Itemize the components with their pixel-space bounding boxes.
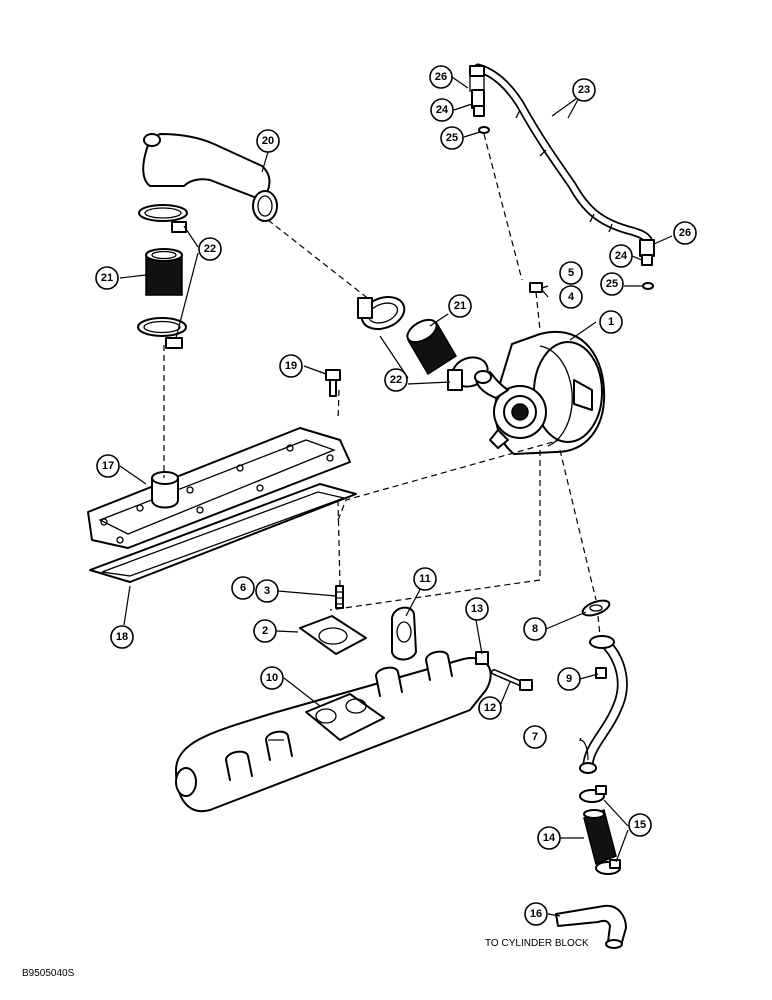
callout-19: 19 <box>279 354 303 378</box>
callout-14: 14 <box>537 826 561 850</box>
svg-text:22: 22 <box>204 243 216 255</box>
svg-text:2: 2 <box>262 625 268 637</box>
leader-lines <box>119 76 673 917</box>
intake-gasket <box>89 483 357 583</box>
callout-24-top: 24 <box>430 98 454 122</box>
callout-4: 4 <box>559 285 583 309</box>
svg-text:25: 25 <box>606 278 618 290</box>
svg-text:24: 24 <box>615 250 628 262</box>
callout-7: 7 <box>523 725 547 749</box>
callout-1: 1 <box>599 310 623 334</box>
svg-text:19: 19 <box>285 360 297 372</box>
callout-25-top: 25 <box>440 126 464 150</box>
svg-text:17: 17 <box>102 460 114 472</box>
nut-4-5 <box>529 282 543 293</box>
callout-16: 16 <box>524 902 548 926</box>
svg-text:5: 5 <box>568 267 574 279</box>
svg-text:11: 11 <box>419 573 431 585</box>
short-hose-14 <box>583 808 617 866</box>
callout-20: 20 <box>256 129 280 153</box>
bolt-19 <box>325 369 341 397</box>
svg-text:21: 21 <box>101 272 113 284</box>
callout-23: 23 <box>572 78 596 102</box>
svg-text:7: 7 <box>532 731 538 743</box>
callout-26-bottom: 26 <box>673 221 697 245</box>
exhaust-manifold <box>175 650 492 813</box>
gasket-8 <box>581 599 611 617</box>
callout-26-top: 26 <box>429 65 453 89</box>
callout-10: 10 <box>260 666 284 690</box>
oil-return-tube <box>579 635 628 774</box>
svg-text:13: 13 <box>471 603 483 615</box>
svg-text:6: 6 <box>240 582 246 594</box>
callout-18: 18 <box>110 625 134 649</box>
svg-text:20: 20 <box>262 135 274 147</box>
callout-15: 15 <box>628 813 652 837</box>
svg-text:23: 23 <box>578 84 590 96</box>
callout-22-left: 22 <box>198 237 222 261</box>
callout-6: 6 <box>231 576 255 600</box>
center-coupler <box>406 318 458 376</box>
svg-text:1: 1 <box>608 316 614 328</box>
callout-25-bottom: 25 <box>600 272 624 296</box>
callout-3: 3 <box>255 579 279 603</box>
callout-8: 8 <box>523 617 547 641</box>
gasket-2 <box>299 615 367 655</box>
upper-left-clamp <box>138 204 188 233</box>
svg-text:12: 12 <box>484 702 496 714</box>
svg-text:14: 14 <box>543 832 556 844</box>
assembly-lines <box>163 133 601 637</box>
hose-clamp-lower <box>595 859 621 875</box>
svg-text:10: 10 <box>266 672 278 684</box>
intake-cover <box>87 427 351 549</box>
callout-9: 9 <box>557 667 581 691</box>
svg-text:16: 16 <box>530 908 542 920</box>
center-upper-clamp <box>357 296 406 330</box>
callout-11: 11 <box>413 567 437 591</box>
callout-17: 17 <box>96 454 120 478</box>
elbow-hose <box>142 133 278 222</box>
stud-3 <box>335 585 344 609</box>
lower-left-clamp <box>137 317 187 349</box>
elbow-tube-16 <box>555 904 627 949</box>
svg-text:15: 15 <box>634 819 646 831</box>
bolt-9 <box>595 667 607 679</box>
turbocharger <box>474 330 606 455</box>
svg-text:3: 3 <box>264 585 270 597</box>
svg-text:26: 26 <box>679 227 691 239</box>
svg-text:18: 18 <box>116 631 128 643</box>
callout-5: 5 <box>559 261 583 285</box>
drawing-number: B9505040S <box>22 968 75 979</box>
left-coupler <box>145 248 183 296</box>
svg-text:24: 24 <box>436 104 449 116</box>
svg-text:25: 25 <box>446 132 458 144</box>
svg-text:9: 9 <box>566 673 572 685</box>
callout-13: 13 <box>465 597 489 621</box>
hose-clamp-upper <box>579 785 607 803</box>
svg-text:22: 22 <box>390 374 402 386</box>
callout-22-center: 22 <box>384 368 408 392</box>
callout-12: 12 <box>478 696 502 720</box>
svg-text:4: 4 <box>568 291 575 303</box>
svg-text:26: 26 <box>435 71 447 83</box>
oil-supply-line <box>469 63 655 290</box>
bolt-12 <box>491 669 533 691</box>
to-cylinder-block-caption: TO CYLINDER BLOCK <box>485 938 589 949</box>
svg-text:21: 21 <box>454 300 466 312</box>
callout-2: 2 <box>253 619 277 643</box>
callout-21-left: 21 <box>95 266 119 290</box>
callout-21-center: 21 <box>448 294 472 318</box>
svg-text:8: 8 <box>532 623 538 635</box>
callout-24-bottom: 24 <box>609 244 633 268</box>
gasket-11 <box>391 606 417 661</box>
